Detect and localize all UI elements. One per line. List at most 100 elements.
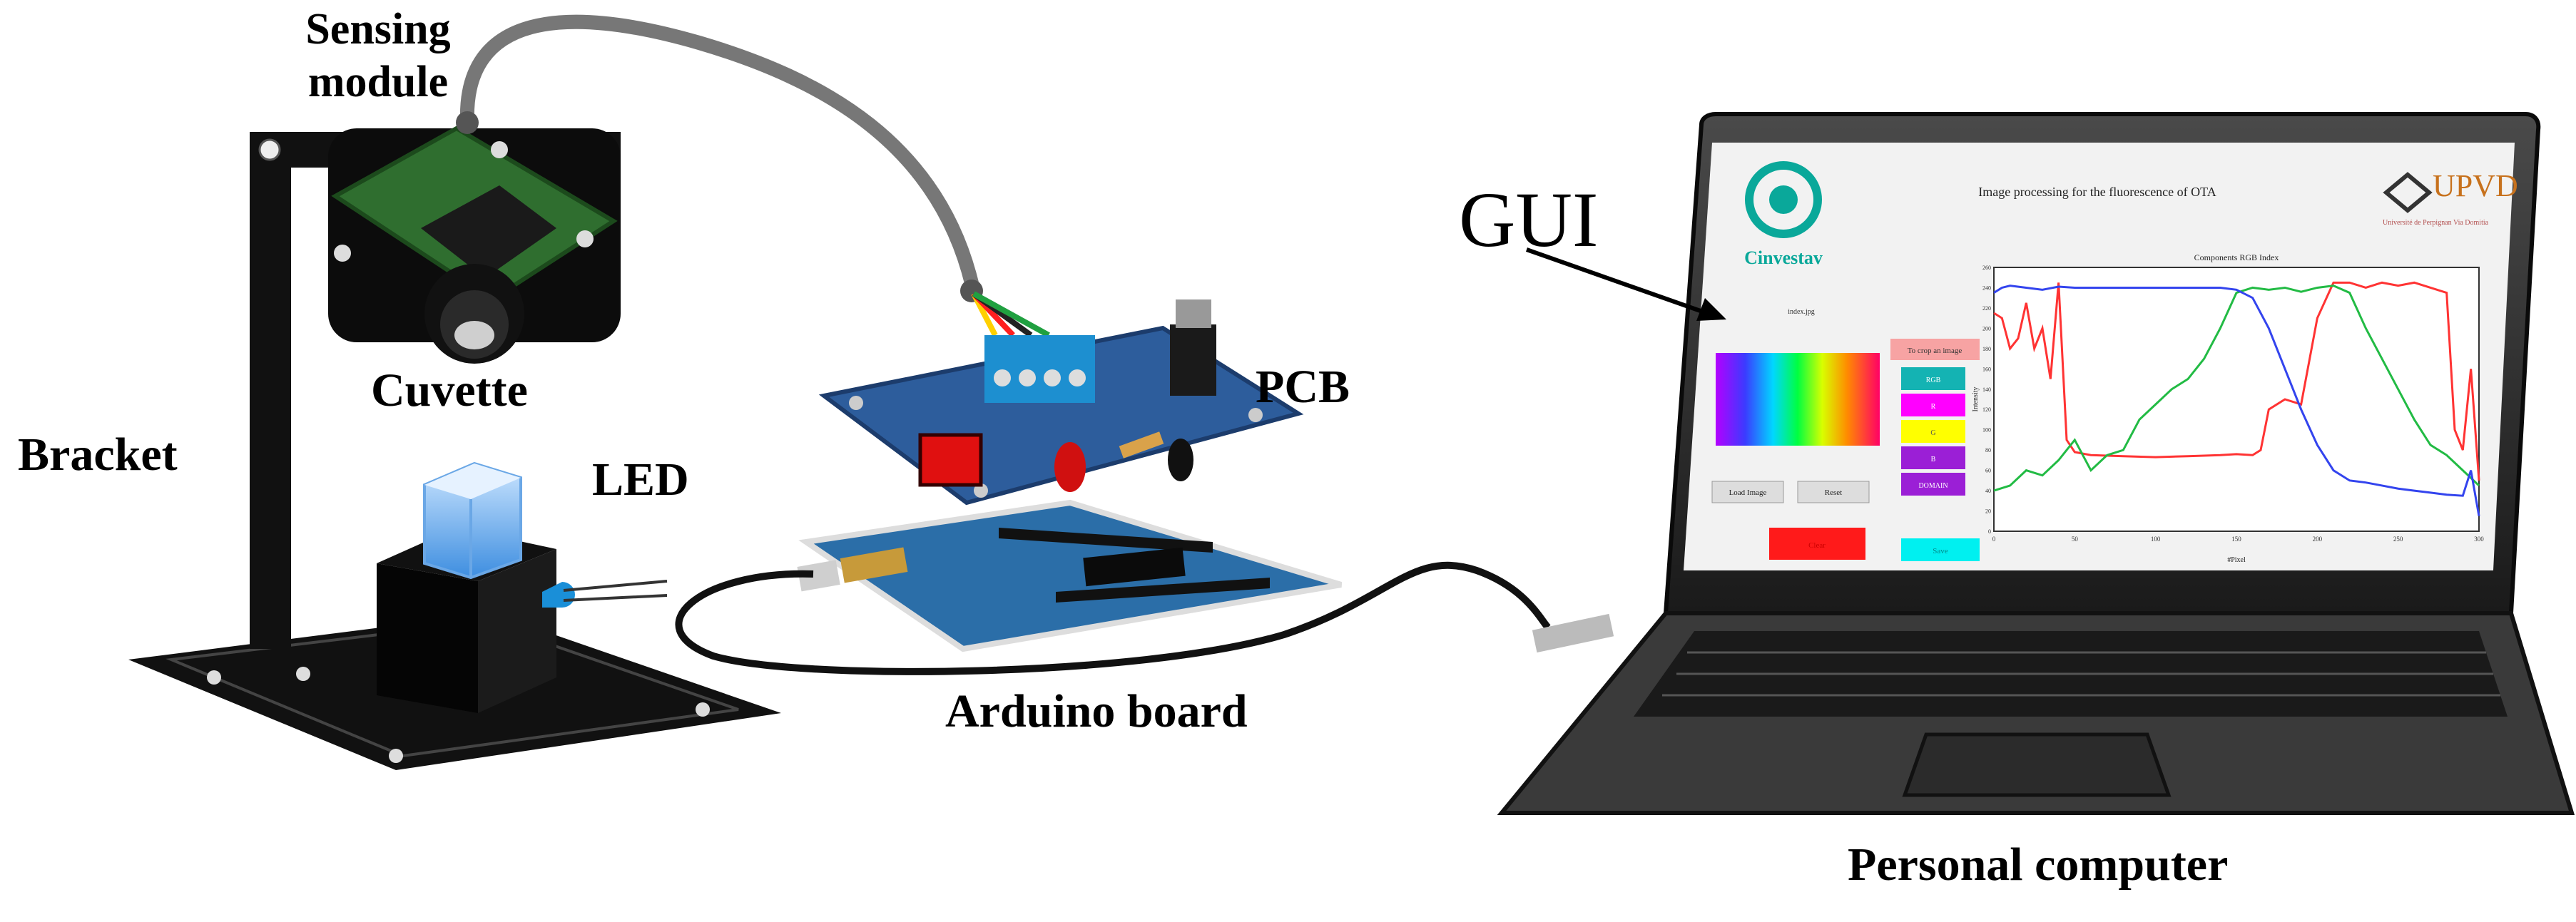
camera-lens-glass [454, 321, 494, 349]
pcb-regulator-tab [1176, 299, 1211, 328]
gui-chart-y-tick: 220 [1982, 305, 1991, 312]
upvd-logo-text: UPVD [2433, 168, 2518, 203]
pcb-resistor [1119, 431, 1164, 459]
gui-chart-y-tick: 0 [1988, 528, 1991, 535]
gui-chart-frame [1993, 267, 2480, 532]
laptop-keys [1662, 651, 2500, 697]
arduino-header [1056, 578, 1270, 603]
gui-chart-x-tick: 300 [2474, 536, 2484, 543]
screw-icon [974, 483, 988, 498]
gui-chart-series-line-1 [1993, 285, 2480, 492]
label-sensing-module: Sensing module [257, 3, 499, 108]
screw-icon [576, 230, 594, 247]
label-arduino-board: Arduino board [945, 685, 1248, 737]
cuvette-holder [377, 461, 668, 713]
led-lead [563, 594, 668, 602]
screw-icon [1069, 369, 1086, 386]
cinvestav-logo-text: Cinvestav [1744, 247, 1823, 268]
screw-icon [491, 141, 508, 158]
gui-chart-y-tick: 20 [1985, 508, 1991, 515]
gui-domain-label: DOMAIN [1918, 482, 1948, 490]
led-lead [563, 580, 668, 592]
gui-chart-y-tick: 100 [1982, 427, 1991, 434]
gui-chart-x-tick: 100 [2151, 536, 2161, 543]
arduino-usb-port [797, 560, 840, 592]
gui-g-label: G [1930, 429, 1935, 437]
label-personal-computer: Personal computer [1848, 839, 2229, 891]
gui-chart-series-line-0 [1993, 281, 2480, 481]
camera-body [421, 185, 556, 278]
cuvette-top [424, 463, 521, 499]
gui-rgb-button[interactable] [1901, 367, 1965, 390]
gui-chart-title: Components RGB Index [2194, 252, 2279, 262]
pcb-regulator [1170, 324, 1216, 396]
gui-chart-x-tick: 250 [2393, 536, 2403, 543]
gui-chart-y-tick: 140 [1982, 386, 1991, 393]
screw-icon [334, 245, 351, 262]
gui-screen: Cinvestav Image processing for the fluor… [1684, 143, 2518, 570]
gui-title: Image processing for the fluorescence of… [1978, 185, 2216, 199]
screw-icon [849, 396, 863, 410]
gui-r-label: R [1931, 403, 1936, 411]
gui-reset-button[interactable] [1797, 481, 1870, 503]
gui-save-button-label: Save [1933, 547, 1948, 555]
gui-chart-y-tick: 40 [1985, 488, 1991, 494]
gui-chart-y-tick: 60 [1985, 468, 1991, 474]
gui-chart-y-tick: 80 [1985, 447, 1991, 454]
gui-b-label: B [1931, 456, 1936, 463]
screw-icon [389, 749, 403, 763]
arduino-pcb [798, 499, 1343, 652]
arduino-chip [1083, 547, 1186, 587]
gui-chart-lines [1993, 281, 2480, 516]
cable-wires [971, 291, 1050, 338]
cable-joint [456, 111, 479, 134]
gui-g-button[interactable] [1901, 420, 1965, 443]
arduino-board [797, 499, 1343, 652]
pcb-red-led [1054, 442, 1086, 492]
gui-arrow-head [1696, 298, 1726, 321]
cinvestav-logo: Cinvestav [1744, 161, 1823, 268]
pcb-capacitor [1168, 439, 1193, 481]
gui-image-caption: index.jpg [1788, 308, 1815, 316]
gui-chart-ylabel: Intensity [1972, 387, 1980, 412]
gui-channel-buttons: RGB R G B DOMAIN [1901, 367, 1965, 496]
gui-load-button[interactable] [1711, 481, 1784, 503]
pcb [818, 299, 1304, 506]
gui-red-button-label: Clear [1808, 541, 1826, 550]
screw-icon [1248, 408, 1263, 422]
screw-icon [1044, 369, 1061, 386]
label-sensing-line2: module [307, 58, 449, 106]
label-cuvette: Cuvette [371, 364, 528, 416]
gui-domain-button[interactable] [1901, 473, 1965, 496]
gui-chart-y-tick: 120 [1982, 406, 1991, 413]
label-sensing-line1: Sensing [305, 5, 451, 53]
upvd-logo: UPVD Université de Perpignan Via Domitia [2383, 168, 2518, 227]
sensing-module [328, 126, 621, 364]
gui-r-button[interactable] [1901, 394, 1965, 416]
holder-front [377, 563, 478, 713]
usb-cable [675, 561, 1551, 675]
gui-red-button[interactable] [1769, 528, 1865, 560]
gui-chart-y-tick: 180 [1982, 346, 1991, 352]
gui-chart-xlabel: #Pixel [2227, 556, 2246, 564]
gui-rgb-label: RGB [1926, 377, 1941, 384]
gui-spectrum-image [1716, 353, 1880, 446]
arduino-header [999, 528, 1213, 553]
laptop-touchpad [1902, 732, 2172, 797]
gui-crop-button[interactable] [1890, 339, 1980, 360]
gui-chart-series-line-2 [1993, 285, 2480, 516]
gui-chart-y-tick: 200 [1982, 325, 1991, 332]
gui-chart-x-tick: 200 [2313, 536, 2323, 543]
label-bracket: Bracket [18, 429, 178, 481]
bracket-post [250, 135, 291, 649]
label-gui: GUI [1459, 176, 1599, 263]
gui-arrow [1526, 247, 1709, 316]
gui-b-button[interactable] [1901, 446, 1965, 469]
gui-chart-x-tick: 0 [1992, 536, 1996, 543]
pcb-terminal-block [984, 335, 1095, 403]
gui-save-button[interactable] [1901, 538, 1980, 561]
